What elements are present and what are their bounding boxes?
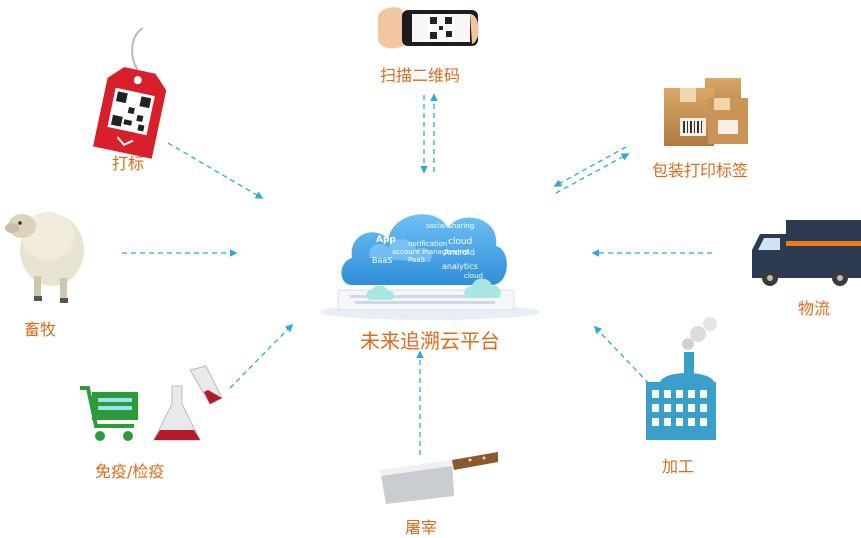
node-label-slaughter: 屠宰 <box>405 518 438 537</box>
center-platform-label: 未来追溯云平台 <box>360 329 500 353</box>
cloud-word: Android <box>444 248 475 257</box>
cloud-word: notification <box>408 240 448 248</box>
node-label-tagging: 打标 <box>112 154 145 173</box>
arrow-inspection <box>229 323 294 389</box>
factory-icon <box>646 317 717 440</box>
cloud-word: account management <box>392 248 470 256</box>
cloud-word: analytics <box>442 262 478 271</box>
arrow-processing <box>593 325 656 391</box>
arrow-tagging <box>167 142 264 199</box>
cloud-platform-icon <box>320 214 540 320</box>
sheep-icon <box>5 212 84 303</box>
qr-tag-icon <box>93 27 167 159</box>
boxes-icon <box>664 78 748 146</box>
cloud-word: social sharing <box>426 222 475 230</box>
truck-icon <box>752 220 861 286</box>
node-label-packaging: 包装打印标签 <box>652 161 749 180</box>
node-label-inspection: 免疫/检疫 <box>95 462 165 481</box>
cart-flask-icon <box>80 365 223 441</box>
cloud-word: cloud <box>448 237 473 247</box>
cloud-word: cloud <box>464 272 483 280</box>
cloud-word: BaaS <box>372 256 393 265</box>
node-label-husbandry: 畜牧 <box>24 320 57 339</box>
cleaver-icon <box>380 452 498 504</box>
node-label-processing: 加工 <box>662 457 695 476</box>
node-label-scan-qr: 扫描二维码 <box>380 66 461 85</box>
cloud-words: social sharing App cloud Android BaaS Pa… <box>368 222 498 282</box>
arrow-packaging-out <box>555 153 630 194</box>
arrow-packaging-in <box>553 146 627 187</box>
phone-qr-icon <box>377 7 479 49</box>
cloud-word: PaaS <box>408 256 425 264</box>
cloud-word: App <box>376 235 396 245</box>
node-label-logistics: 物流 <box>798 299 831 318</box>
